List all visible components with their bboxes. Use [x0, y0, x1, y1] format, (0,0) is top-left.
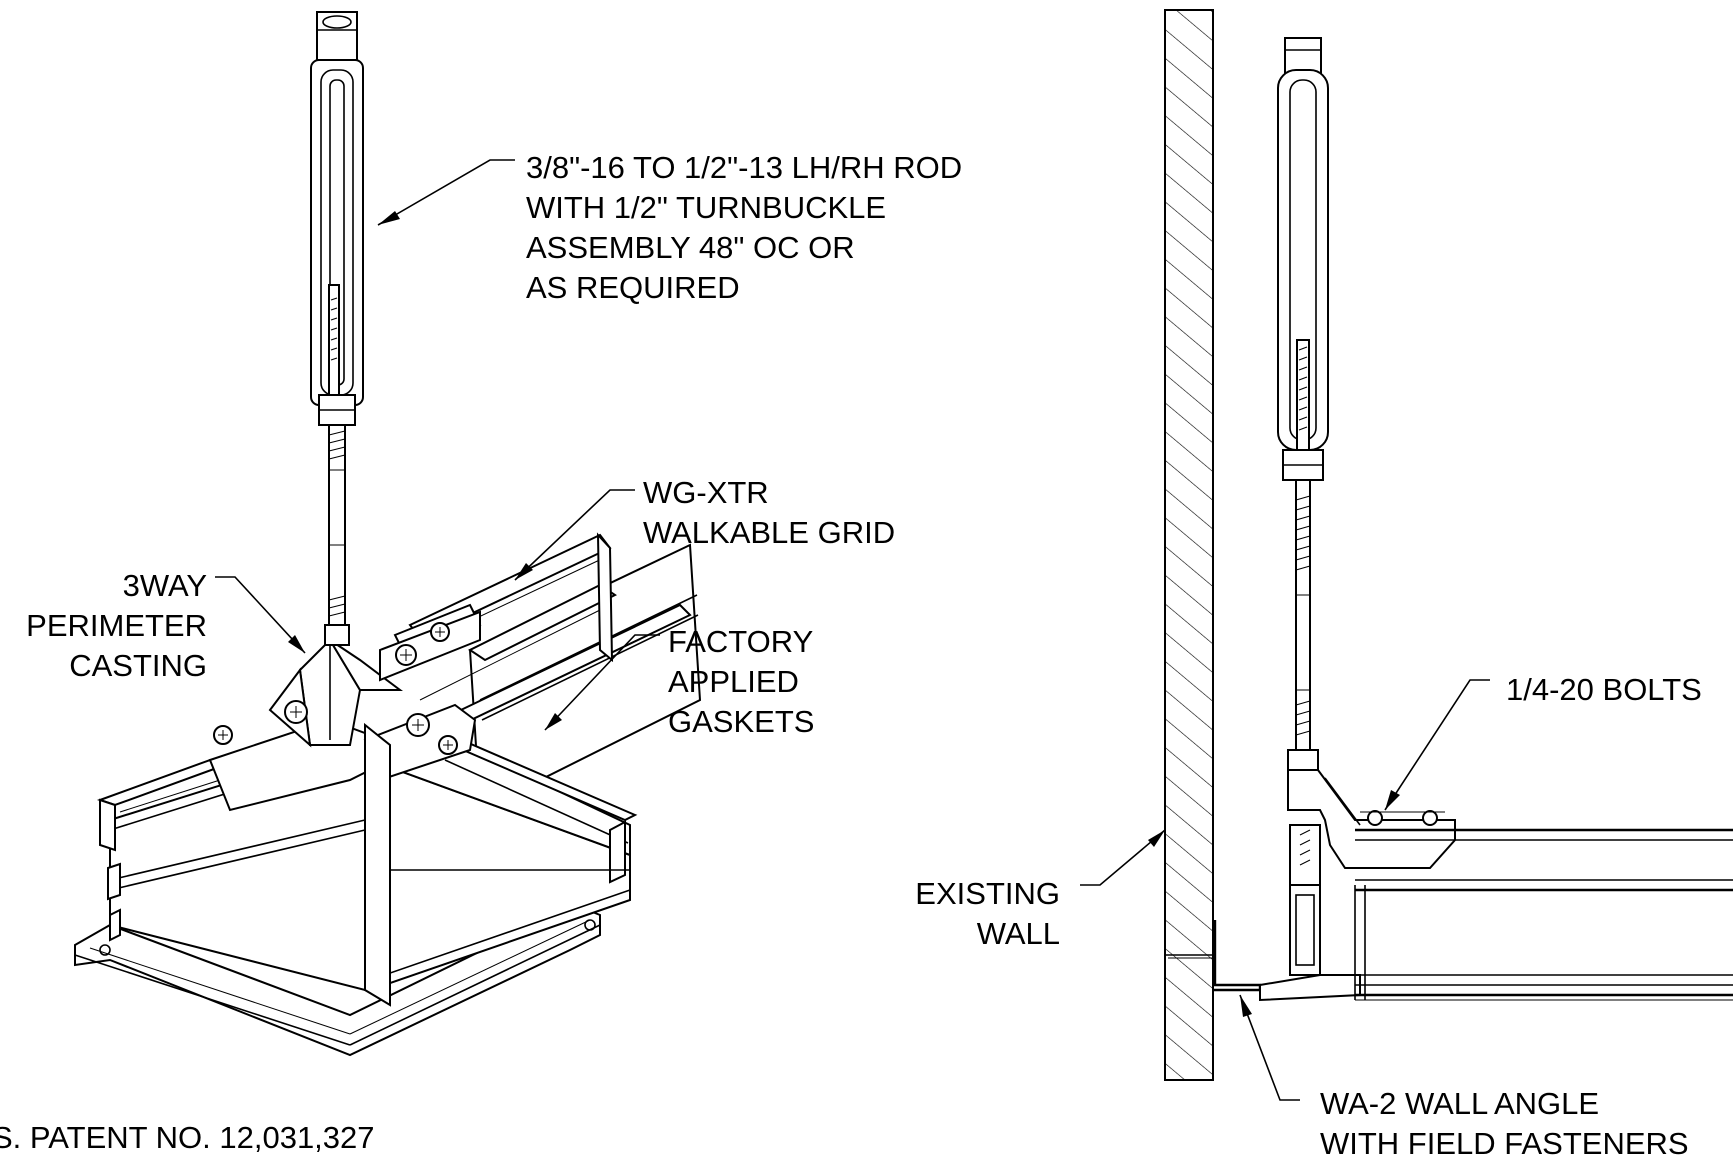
wall-angle-callout-line-1: WA-2 WALL ANGLE [1320, 1086, 1599, 1121]
bolts-callout-line-1: 1/4-20 BOLTS [1506, 672, 1702, 707]
callout-casting: 3WAY PERIMETER CASTING [26, 568, 207, 683]
grid-section [1354, 828, 1733, 1001]
rod-callout-line-1: 3/8"-16 TO 1/2"-13 LH/RH ROD [526, 150, 962, 185]
callout-wall-angle: WA-2 WALL ANGLE WITH FIELD FASTENERS [1320, 1086, 1689, 1160]
turnbuckle-rod-right [1277, 37, 1329, 751]
existing-wall [1164, 9, 1214, 1081]
casting-callout-line-3: CASTING [69, 648, 207, 683]
isometric-assembly [74, 11, 702, 1057]
gaskets-callout-line-3: GASKETS [668, 704, 814, 739]
screw-icon [395, 644, 417, 666]
wall-callout-line-2: WALL [977, 916, 1060, 951]
patent-number: S. PATENT NO. 12,031,327 [0, 1120, 375, 1155]
screw-icon [438, 735, 458, 755]
rod-threads [328, 297, 346, 617]
screw-icon [213, 725, 233, 745]
callout-wall: EXISTING WALL [915, 876, 1060, 951]
leader-lines [215, 159, 1490, 1101]
gaskets-callout-line-2: APPLIED [668, 664, 799, 699]
casting-body [208, 603, 482, 1007]
grid-left-run [96, 738, 366, 992]
rod-callout-line-4: AS REQUIRED [526, 270, 740, 305]
screw-icon [406, 713, 430, 737]
grid-callout-line-2: WALKABLE GRID [643, 515, 895, 550]
callout-rod: 3/8"-16 TO 1/2"-13 LH/RH ROD WITH 1/2" T… [526, 150, 962, 305]
callout-grid: WG-XTR WALKABLE GRID [643, 475, 895, 550]
rod-callout-line-3: ASSEMBLY 48" OC OR [526, 230, 855, 265]
screw-icon [430, 622, 450, 642]
callout-gaskets: FACTORY APPLIED GASKETS [668, 624, 814, 739]
turnbuckle-rod-left [310, 11, 364, 646]
gaskets-callout-line-1: FACTORY [668, 624, 813, 659]
casting-callout-line-1: 3WAY [123, 568, 207, 603]
casting-section [1259, 749, 1456, 1002]
screws [213, 622, 458, 755]
callout-bolts: 1/4-20 BOLTS [1506, 672, 1702, 707]
grid-callout-line-1: WG-XTR [643, 475, 769, 510]
screw-icon [284, 700, 308, 724]
casting-callout-line-2: PERIMETER [26, 608, 207, 643]
section-view [1164, 9, 1733, 1081]
rod-threads-right [1295, 346, 1311, 736]
grid-right-run [365, 733, 638, 992]
rod-callout-line-2: WITH 1/2" TURNBUCKLE [526, 190, 886, 225]
wall-angle-callout-line-2: WITH FIELD FASTENERS [1320, 1126, 1689, 1160]
wall-callout-line-1: EXISTING [915, 876, 1060, 911]
